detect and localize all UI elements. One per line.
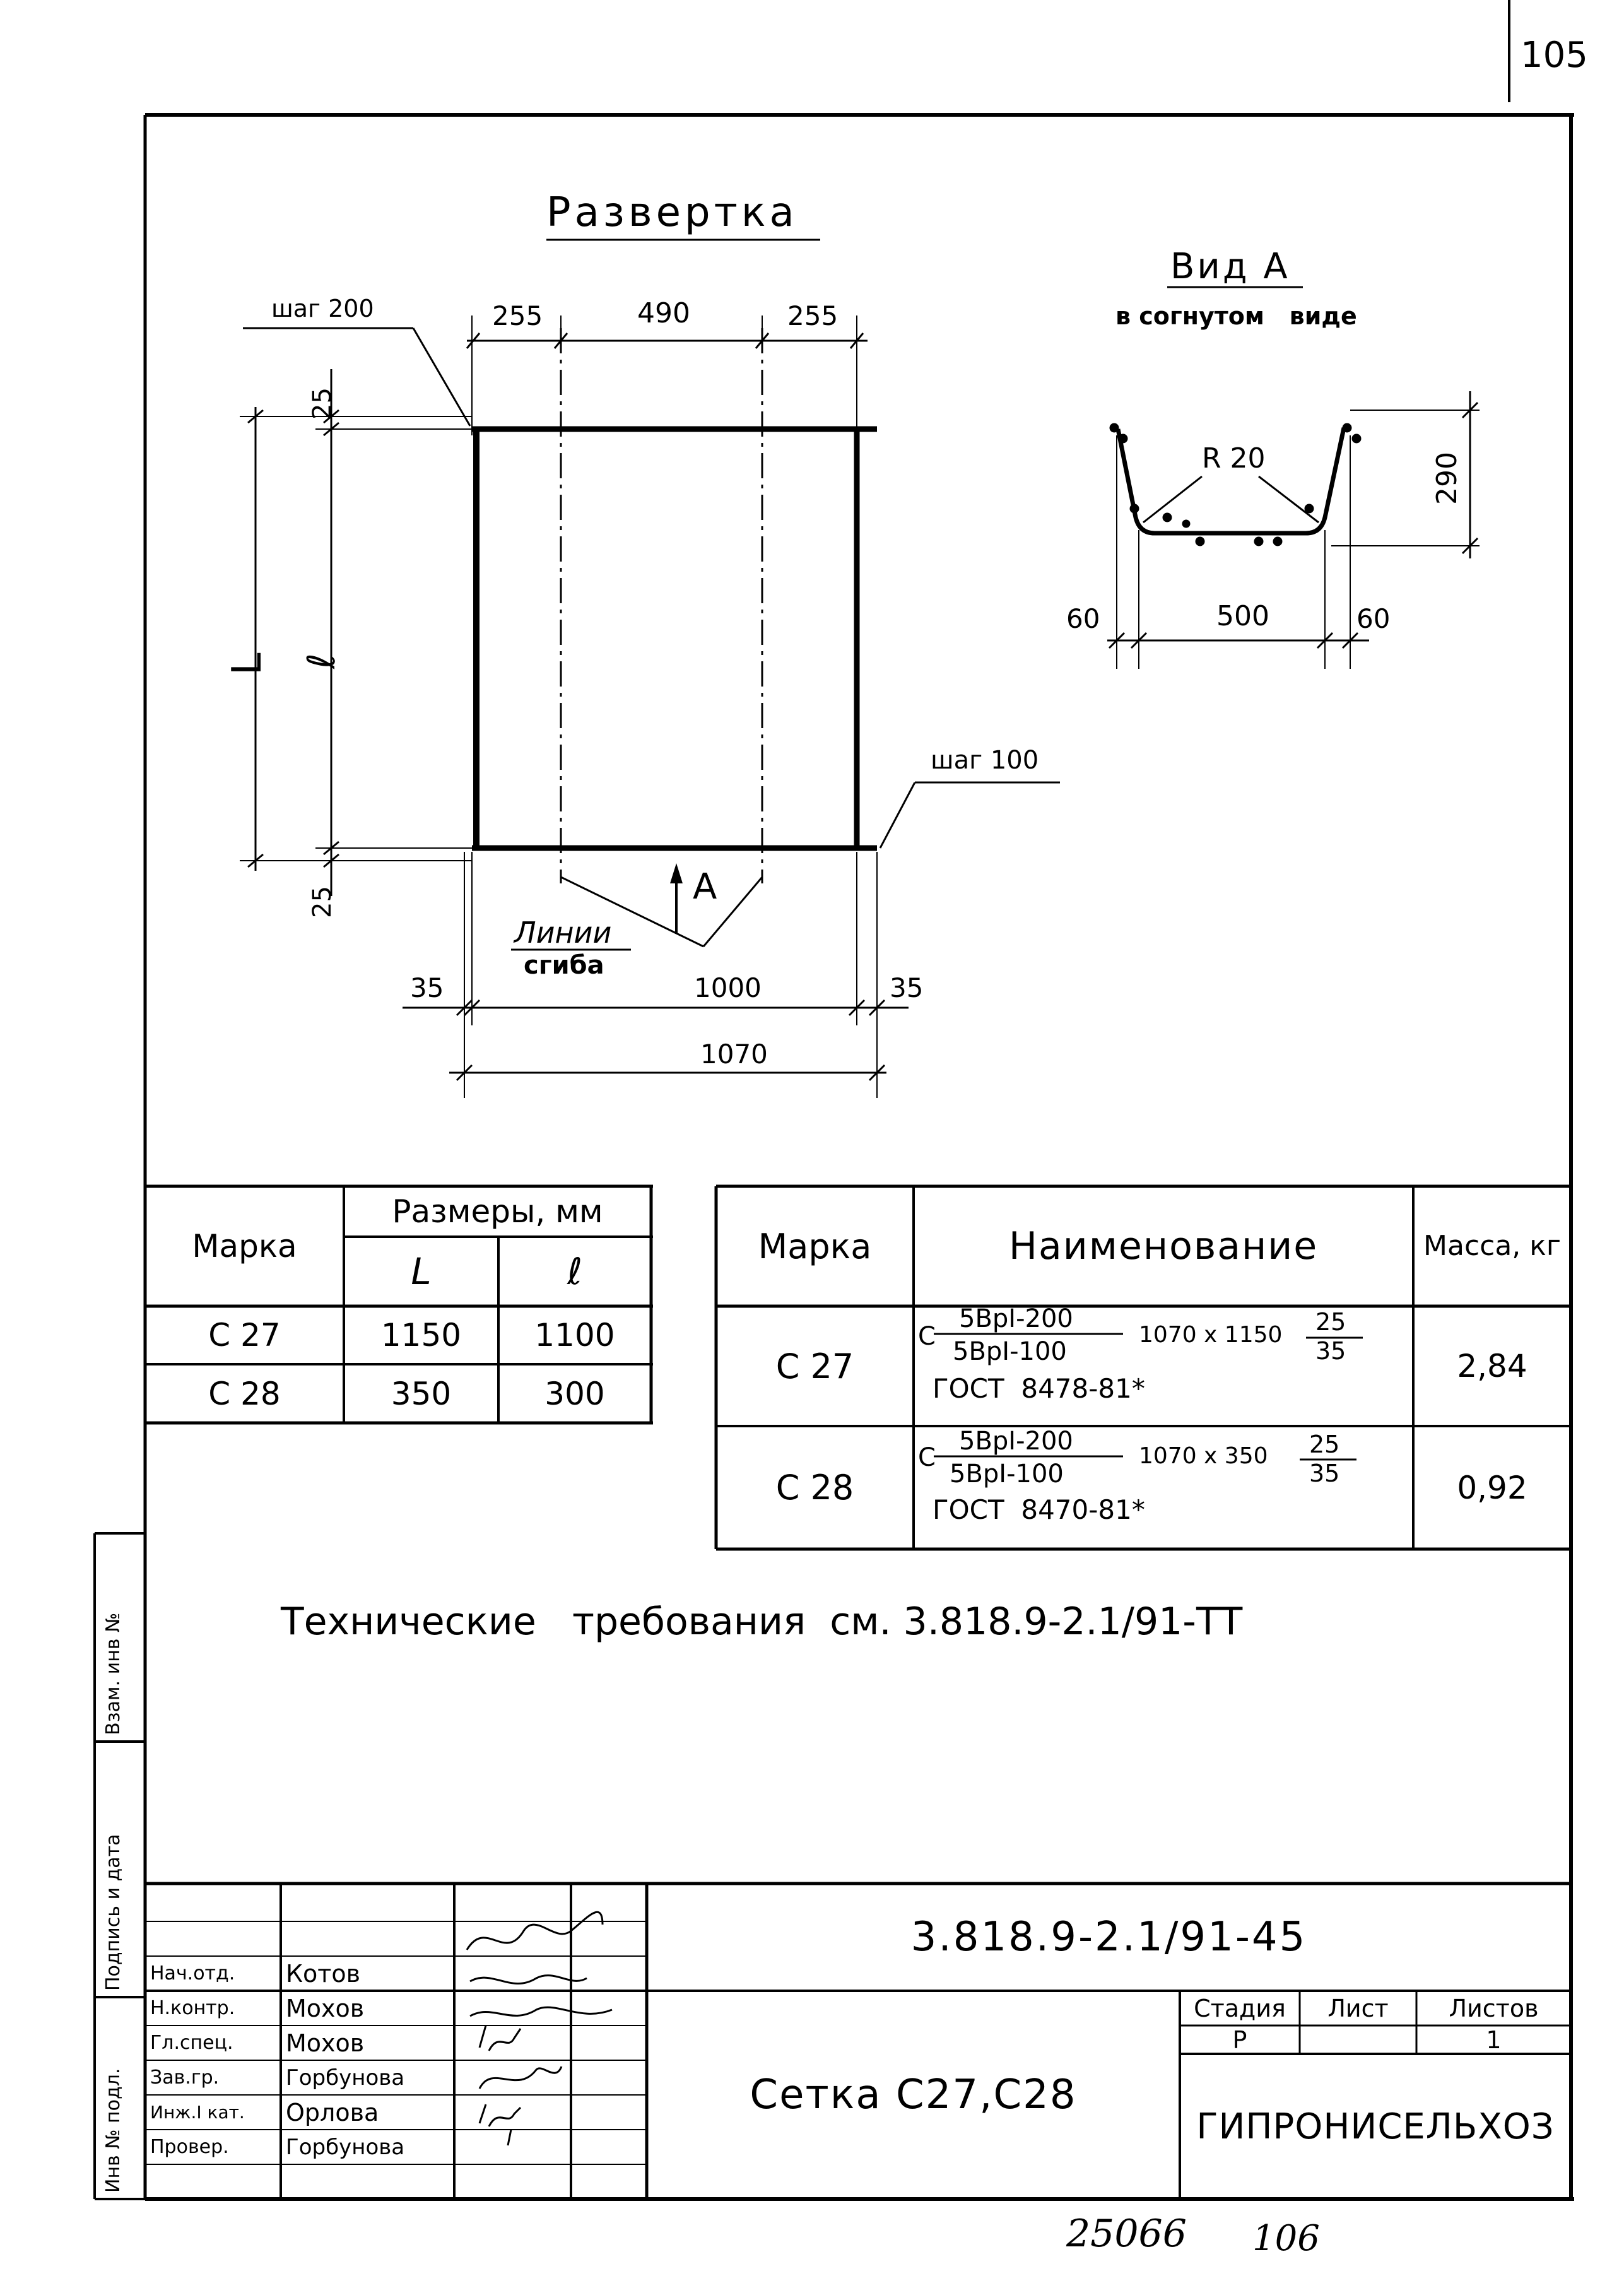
role-gl-spets: Гл.спец.	[150, 2032, 233, 2054]
size-table-header-sizes: Размеры, мм	[392, 1193, 603, 1230]
dim-L: L	[224, 652, 271, 675]
role-inzh-1-kat: Инж.I кат.	[150, 2102, 245, 2123]
sheet-label: Лист	[1327, 1994, 1389, 2022]
dim-35-right: 35	[890, 972, 924, 1003]
signature-mokhov-2	[469, 2006, 613, 2017]
role-n-kontr: Н.контр.	[150, 1997, 235, 2019]
dim-25-top: 25	[308, 387, 337, 420]
dim-l: ℓ	[300, 653, 344, 669]
dim-1000: 1000	[694, 972, 762, 1003]
margin-sign-date: Подпись и дата	[102, 1834, 124, 1991]
spec-row-2-prefix: С	[918, 1443, 936, 1472]
dim-60-left: 60	[1066, 603, 1100, 634]
spec-row-2-numerator: 5ВрI-200	[959, 1427, 1073, 1456]
spec-row-2-size: 1070 х 350	[1139, 1443, 1268, 1469]
dim-60-right: 60	[1356, 603, 1391, 634]
spec-row-2-frac-den: 35	[1309, 1459, 1340, 1487]
spec-row-1-denominator: 5ВрI-100	[953, 1337, 1067, 1366]
spec-row-1-mass: 2,84	[1457, 1348, 1527, 1384]
vid-a-subtitle: в согнутом виде	[1115, 302, 1357, 330]
pitch-100-label: шаг 100	[931, 746, 1039, 775]
size-table-row-2-L: 350	[391, 1375, 452, 1412]
dim-1070: 1070	[700, 1039, 768, 1070]
organization-name: ГИПРОНИСЕЛЬХОЗ	[1196, 2106, 1555, 2147]
size-table-header-l: ℓ	[567, 1250, 582, 1293]
dim-25-bottom: 25	[308, 886, 337, 918]
dim-255-left: 255	[492, 300, 543, 331]
bend-lines-label-1: Линии	[514, 916, 612, 950]
size-table-header-L: L	[411, 1250, 432, 1293]
name-gorbunova-2: Горбунова	[286, 2134, 405, 2160]
name-orlova: Орлова	[286, 2098, 379, 2126]
name-kotov: Котов	[286, 1959, 361, 1988]
spec-table-header-mass: Масса, кг	[1423, 1230, 1561, 1263]
signature-orlova	[478, 2066, 563, 2089]
role-nach-otd: Нач.отд.	[150, 1962, 235, 1984]
sheet-number: 105	[1521, 35, 1588, 76]
name-gorbunova-1: Горбунова	[286, 2065, 405, 2090]
radius-label: R 20	[1202, 442, 1266, 475]
stage-value: Р	[1232, 2026, 1247, 2054]
size-table-row-2-l: 300	[544, 1375, 605, 1412]
pitch-200-label: шаг 200	[271, 295, 374, 322]
name-mokhov-2: Мохов	[286, 2029, 365, 2057]
bottom-number-1: 25066	[1066, 2212, 1187, 2256]
signature-gorbunova-2	[478, 2104, 522, 2146]
view-arrow-label: A	[693, 866, 717, 907]
spec-row-2-mark: С 28	[775, 1468, 854, 1507]
spec-row-1-prefix: С	[918, 1322, 936, 1351]
signature-mokhov-1	[469, 1974, 587, 1985]
spec-table-header-mark: Марка	[758, 1226, 872, 1266]
dim-490: 490	[637, 297, 690, 329]
size-table-row-1-mark: С 27	[208, 1317, 281, 1353]
margin-vzam-inv: Взам. инв №	[102, 1612, 124, 1735]
sheets-value: 1	[1486, 2026, 1502, 2054]
signature-gorbunova-1	[478, 2025, 522, 2051]
spec-table-header-name: Наименование	[1008, 1224, 1319, 1268]
vid-a-title: Вид А	[1170, 246, 1290, 287]
technical-requirements: Технические требования см. 3.818.9-2.1/9…	[281, 1600, 1243, 1644]
spec-row-1-mark: С 27	[775, 1346, 854, 1386]
spec-row-1-size: 1070 х 1150	[1139, 1322, 1283, 1348]
size-table-row-1-L: 1150	[380, 1317, 462, 1353]
sheet-value	[1300, 2026, 1416, 2054]
spec-row-2-mass: 0,92	[1457, 1469, 1527, 1506]
bend-lines-label-2: сгиба	[524, 951, 604, 980]
size-table-header-mark: Марка	[192, 1228, 297, 1265]
spec-row-1-frac-num: 25	[1315, 1308, 1346, 1336]
size-table-row-2-mark: С 28	[208, 1375, 281, 1412]
role-prover: Провер.	[150, 2136, 229, 2158]
product-name: Сетка С27,С28	[750, 2072, 1077, 2118]
name-mokhov-1: Мохов	[286, 1994, 365, 2022]
spec-row-2-denominator: 5ВрI-100	[950, 1459, 1064, 1489]
document-code: 3.818.9-2.1/91-45	[910, 1914, 1307, 1961]
size-table-row-1-l: 1100	[534, 1317, 615, 1353]
spec-row-1-frac-den: 35	[1315, 1337, 1346, 1365]
sheets-label: Листов	[1449, 1994, 1539, 2022]
signature-kotov	[466, 1911, 604, 1950]
stage-label: Стадия	[1194, 1994, 1286, 2022]
role-zav-gr: Зав.гр.	[150, 2067, 220, 2089]
spec-row-1-gost: ГОСТ 8478-81*	[933, 1373, 1145, 1404]
dim-290: 290	[1431, 452, 1463, 505]
margin-inv-orig: Инв № подл.	[102, 2068, 124, 2193]
dim-500: 500	[1216, 600, 1269, 632]
spec-row-2-gost: ГОСТ 8470-81*	[933, 1494, 1145, 1525]
dim-255-right: 255	[787, 300, 838, 331]
spec-row-1-numerator: 5ВрI-200	[959, 1304, 1073, 1333]
bottom-number-2: 106	[1252, 2218, 1320, 2259]
dim-35-left: 35	[410, 972, 444, 1003]
razvertka-title: Развертка	[546, 189, 798, 236]
spec-row-2-frac-num: 25	[1309, 1430, 1340, 1458]
